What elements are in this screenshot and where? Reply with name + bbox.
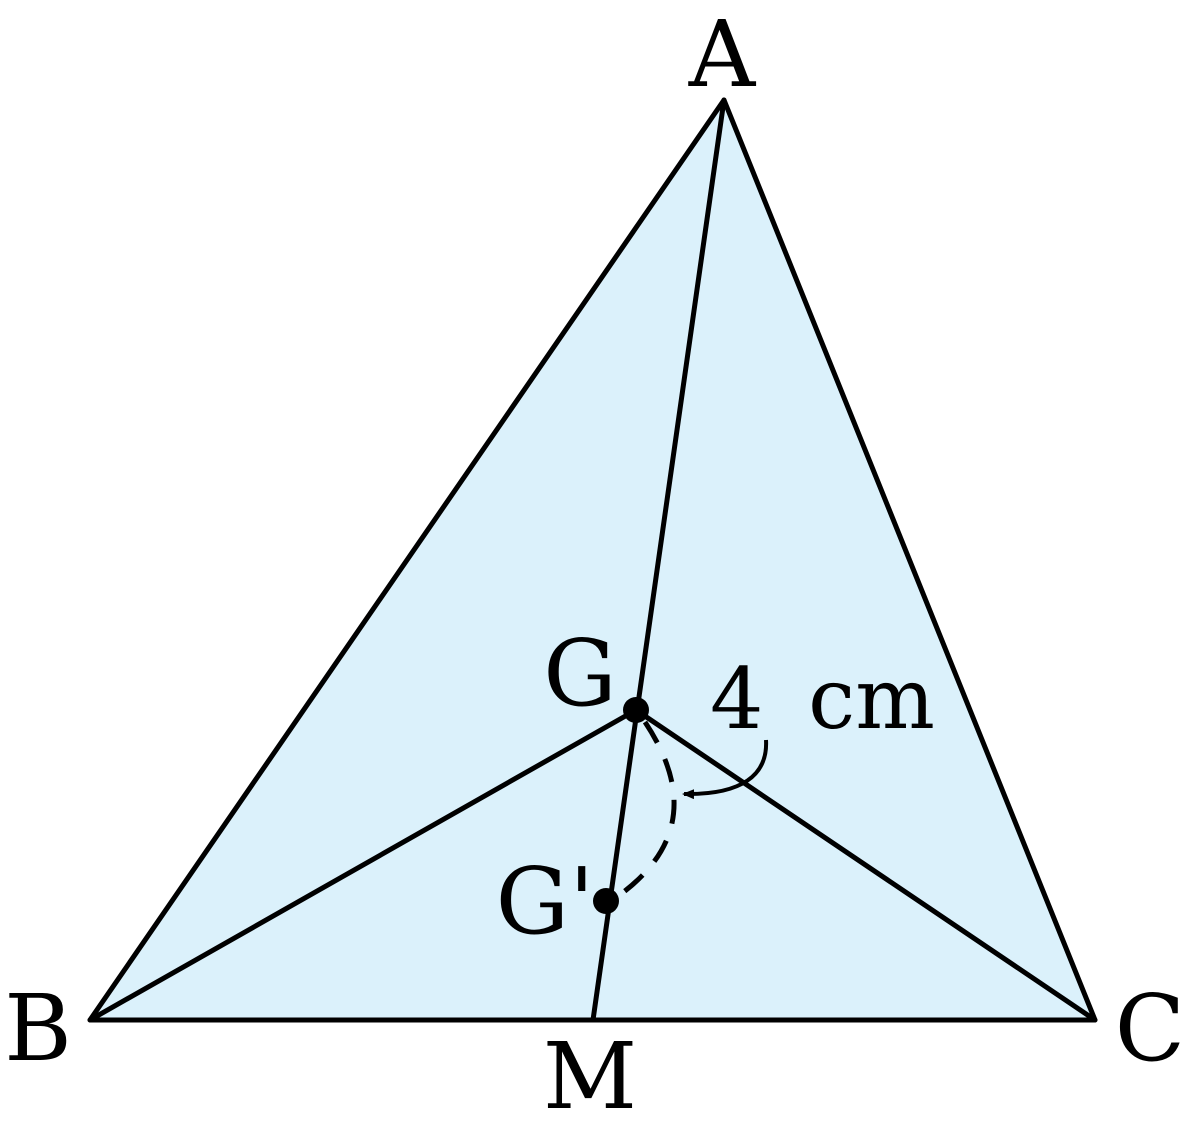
label-m: M bbox=[543, 1023, 637, 1130]
measurement-unit: cm bbox=[808, 650, 935, 748]
label-a: A bbox=[688, 1, 757, 108]
measurement-label: 4 cm bbox=[710, 650, 935, 748]
median-am bbox=[590, 97, 727, 1023]
measurement-arrow bbox=[682, 739, 769, 800]
segment-gb bbox=[87, 707, 639, 1023]
measurement-value: 4 bbox=[710, 650, 763, 748]
point-g-prime bbox=[593, 888, 619, 914]
label-c: C bbox=[1115, 975, 1185, 1082]
label-g: G bbox=[543, 620, 617, 727]
label-b: B bbox=[4, 975, 72, 1082]
segment-gc bbox=[633, 707, 1098, 1023]
label-g-prime: G' bbox=[496, 848, 595, 955]
dashed-arc-g-gprime bbox=[612, 720, 677, 902]
point-g bbox=[623, 697, 649, 723]
